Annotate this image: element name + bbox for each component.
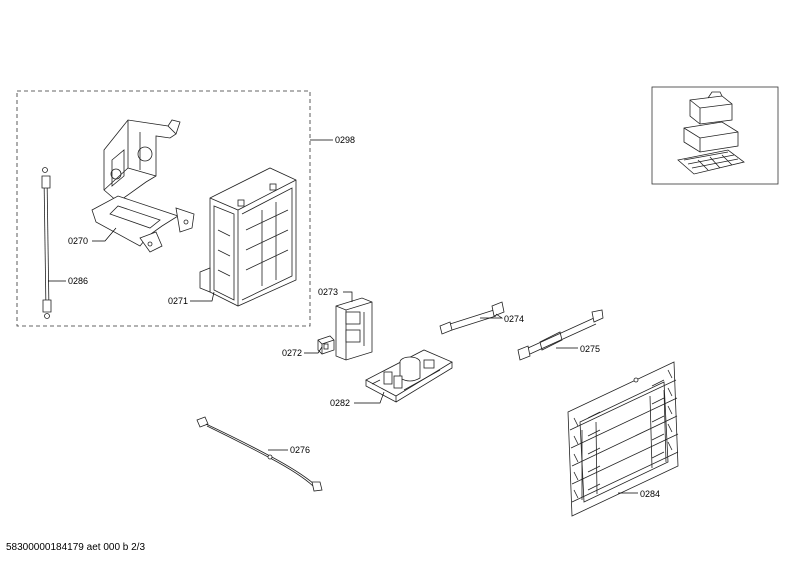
part-0284-panel [567, 361, 679, 517]
part-0270-bracket [91, 119, 195, 253]
part-0271-housing [199, 167, 297, 307]
label-0275: 0275 [580, 344, 600, 354]
label-0286: 0286 [68, 276, 88, 286]
part-0273-relay-board [335, 297, 373, 361]
label-0298: 0298 [335, 135, 355, 145]
label-0270: 0270 [68, 236, 88, 246]
leader-lines [48, 139, 638, 494]
part-0274-flat-cable [439, 301, 505, 335]
document-id-footer: 58300000184179 aet 000 b 2/3 [6, 542, 146, 553]
part-0286-rod [41, 167, 52, 319]
part-0276-wire [196, 416, 323, 492]
label-0276: 0276 [290, 445, 310, 455]
label-0282: 0282 [330, 398, 350, 408]
label-0284: 0284 [640, 489, 660, 499]
part-0282-control-pcb [365, 349, 453, 403]
assembly-group-box [16, 90, 311, 327]
label-0273: 0273 [318, 287, 338, 297]
part-0275-flat-cable [517, 309, 604, 361]
part-0272-connector [317, 335, 335, 355]
overview-thumbnail [651, 86, 779, 185]
label-0271: 0271 [168, 296, 188, 306]
label-0274: 0274 [504, 314, 524, 324]
label-0272: 0272 [282, 348, 302, 358]
